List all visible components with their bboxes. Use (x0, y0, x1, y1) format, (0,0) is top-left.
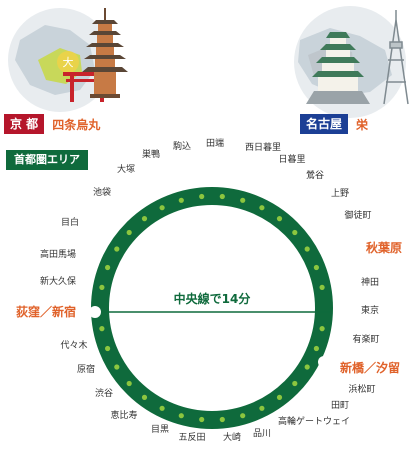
station-label: 浜松町 (348, 383, 375, 395)
stop-dot (240, 413, 246, 419)
nagoya-city-label: 名古屋 (300, 114, 349, 134)
stop-dot (319, 326, 325, 332)
stop-dot (313, 264, 319, 271)
stop-dot (141, 216, 148, 222)
station-label: 高田馬場 (40, 248, 76, 260)
stop-dot (126, 229, 132, 236)
station-label: 新大久保 (40, 275, 76, 287)
stop-dot (199, 416, 205, 423)
kyoto-station-label: 四条烏丸 (52, 117, 101, 132)
station-label: 田町 (331, 400, 349, 411)
stop-dot (105, 264, 111, 271)
kyoto-city-label: 京 都 (4, 114, 45, 134)
area-title: 首都圏エリア (6, 150, 88, 170)
kyoto-illustration: 大 (8, 8, 128, 112)
nagoya-badge: 名古屋 栄 (300, 114, 368, 134)
station-label: 西日暮里 (245, 141, 281, 153)
stop-dot (141, 394, 148, 400)
stop-dot (178, 413, 184, 419)
stop-dot (259, 205, 265, 211)
station-label: 東京 (361, 304, 379, 316)
stop-dot (114, 364, 120, 370)
stop-dot (313, 345, 319, 352)
station-label: 大塚 (117, 163, 135, 175)
stop-dot (219, 416, 225, 423)
kyoto-sign-mark (57, 51, 79, 73)
marker-shinbashi (318, 356, 330, 368)
station-label: 高輪ゲートウェイ (278, 415, 350, 427)
station-label: 日暮里 (278, 153, 305, 165)
tv-tower-icon (383, 10, 409, 105)
station-label: 五反田 (178, 432, 205, 443)
stop-dot (319, 284, 325, 290)
station-label: 目白 (61, 216, 79, 228)
stop-dot (292, 229, 298, 236)
station-label: 目黒 (151, 424, 169, 435)
stop-dot (292, 380, 298, 387)
marker-akihabara (335, 248, 347, 260)
stop-dot (159, 405, 165, 411)
stop-dot (259, 405, 265, 411)
stop-dot (99, 326, 105, 332)
stop-dot (199, 193, 205, 200)
station-label: 池袋 (93, 186, 111, 198)
loop-stop-dots (99, 193, 325, 423)
castle-icon (306, 32, 370, 104)
station-label: 代々木 (60, 339, 87, 351)
nagoya-station-label: 栄 (356, 117, 369, 132)
station-label: 御徒町 (344, 209, 371, 221)
stop-dot (304, 364, 310, 370)
station-label: 鶯谷 (306, 169, 324, 181)
highlight-station-label: 秋葉原 (366, 240, 402, 255)
stop-dot (304, 246, 310, 252)
stop-dot (240, 197, 246, 203)
stop-dot (105, 345, 111, 352)
stop-dot (276, 216, 283, 222)
stop-dot (114, 246, 120, 252)
station-label: 渋谷 (95, 387, 113, 399)
stop-dot (276, 394, 283, 400)
station-label: 田端 (206, 137, 224, 149)
kyoto-sign-text: 大 (63, 55, 74, 69)
station-label: 神田 (361, 276, 379, 288)
highlight-station-label: 新橋／汐留 (340, 360, 400, 375)
station-labels: 田端 西日暮里日暮里鶯谷上野御徒町秋葉原神田東京有楽町新橋／汐留浜松町田町高輪ゲー… (16, 137, 402, 443)
nagoya-illustration (294, 6, 409, 118)
station-label: 恵比寿 (110, 409, 137, 421)
stop-dot (99, 284, 105, 290)
station-label: 品川 (253, 428, 271, 439)
stop-dot (178, 197, 184, 203)
chuo-route-label: 中央線で14分 (174, 291, 251, 306)
yamanote-loop-line (91, 187, 333, 429)
station-label: 上野 (331, 188, 349, 199)
marker-ogikubo (89, 306, 101, 318)
station-label: 巣鴨 (142, 148, 160, 160)
stop-dot (219, 193, 225, 200)
station-label: 大崎 (223, 431, 241, 443)
stop-dot (159, 205, 165, 211)
kyoto-badge: 京 都 四条烏丸 (4, 114, 100, 134)
pagoda-icon (82, 8, 128, 98)
station-label: 有楽町 (352, 333, 379, 345)
station-label: 原宿 (77, 363, 95, 375)
stop-dot (126, 380, 132, 387)
highlight-station-label: 荻窪／新宿 (16, 304, 76, 319)
station-label: 駒込 (173, 140, 191, 152)
